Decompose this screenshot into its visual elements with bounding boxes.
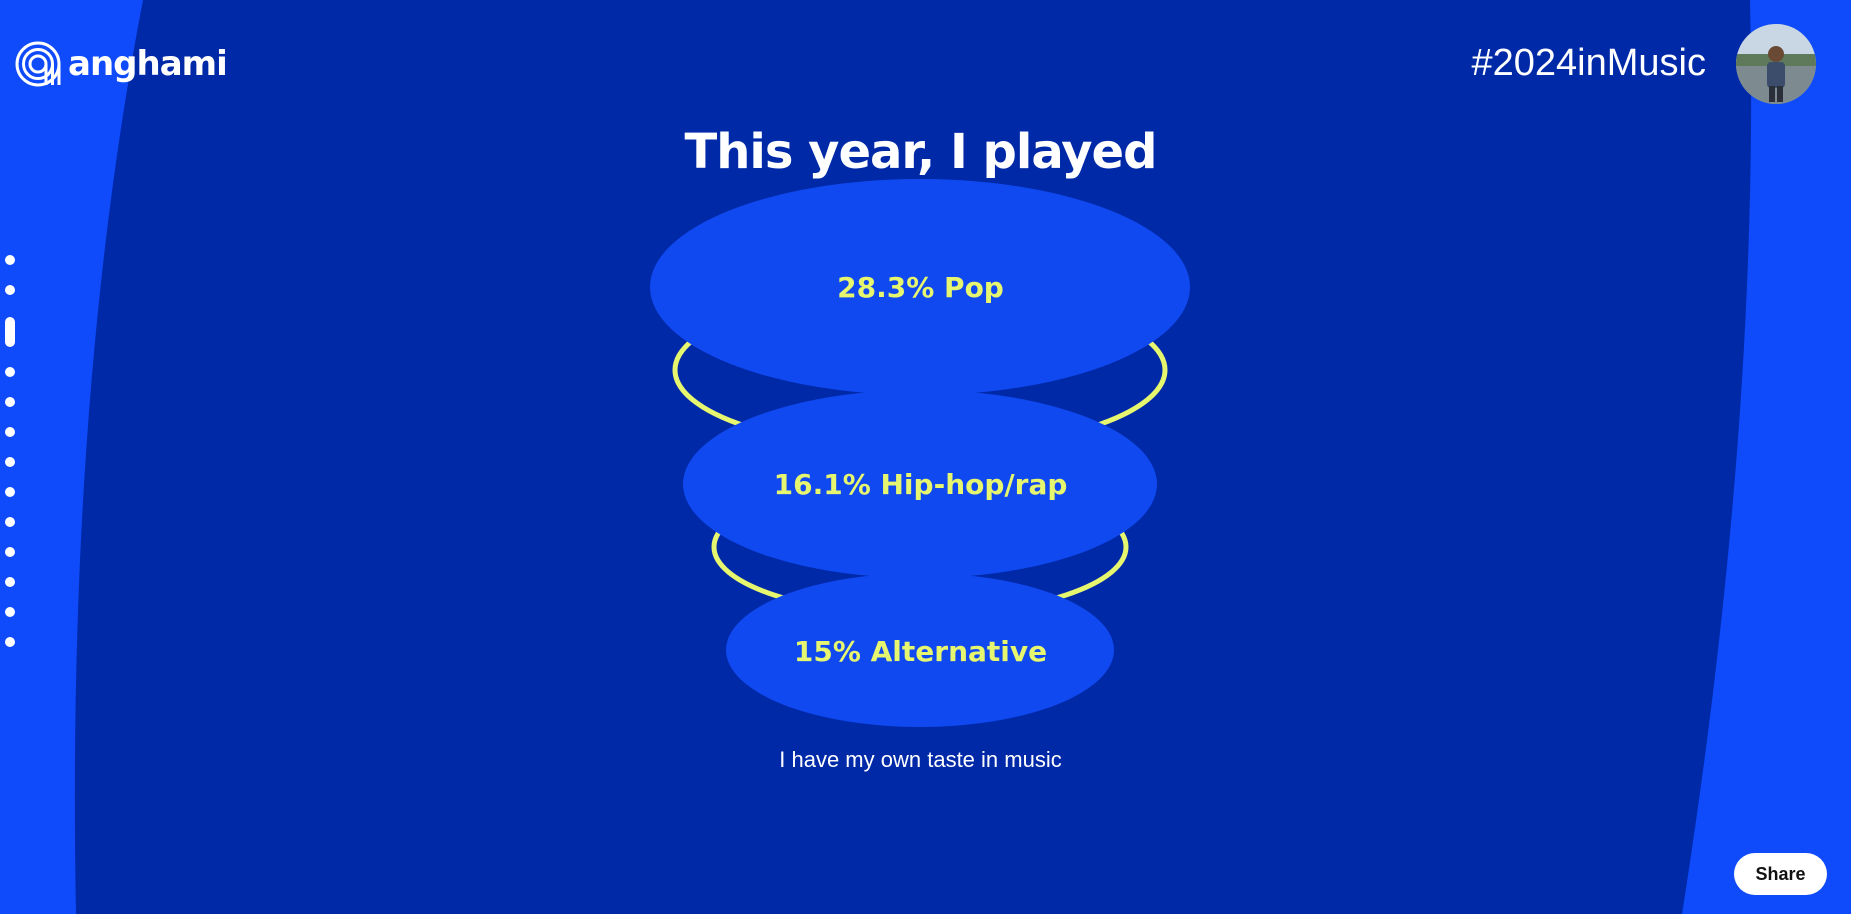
- progress-dot[interactable]: [5, 487, 15, 497]
- logo-wordmark: anghami: [68, 44, 228, 84]
- progress-dot[interactable]: [5, 427, 15, 437]
- progress-dot[interactable]: [5, 547, 15, 557]
- anghami-logo-icon: [15, 41, 61, 87]
- genre-bubble: [726, 573, 1114, 727]
- progress-dot[interactable]: [5, 637, 15, 647]
- genre-label-alternative: 15% Alternative: [793, 635, 1048, 668]
- anghami-logo[interactable]: anghami: [14, 40, 228, 88]
- progress-dot[interactable]: [5, 457, 15, 467]
- genre-bubble: [683, 390, 1157, 578]
- story-title: This year, I played: [684, 124, 1158, 180]
- campaign-hashtag: #2024inMusic: [1471, 42, 1706, 84]
- progress-dot[interactable]: [5, 397, 15, 407]
- progress-dot[interactable]: [5, 367, 15, 377]
- progress-dot[interactable]: [5, 285, 15, 295]
- genre-label-pop: 28.3% Pop: [837, 271, 1004, 304]
- genre-bubble: [650, 179, 1190, 395]
- progress-dot[interactable]: [5, 517, 15, 527]
- progress-dot[interactable]: [5, 577, 15, 587]
- progress-dot-active[interactable]: [5, 317, 15, 347]
- story-caption: I have my own taste in music: [779, 747, 1062, 772]
- genre-label-hiphop: 16.1% Hip-hop/rap: [773, 468, 1068, 501]
- progress-dot[interactable]: [5, 607, 15, 617]
- progress-dot[interactable]: [5, 255, 15, 265]
- share-button[interactable]: Share: [1734, 853, 1827, 895]
- avatar[interactable]: [1736, 24, 1816, 104]
